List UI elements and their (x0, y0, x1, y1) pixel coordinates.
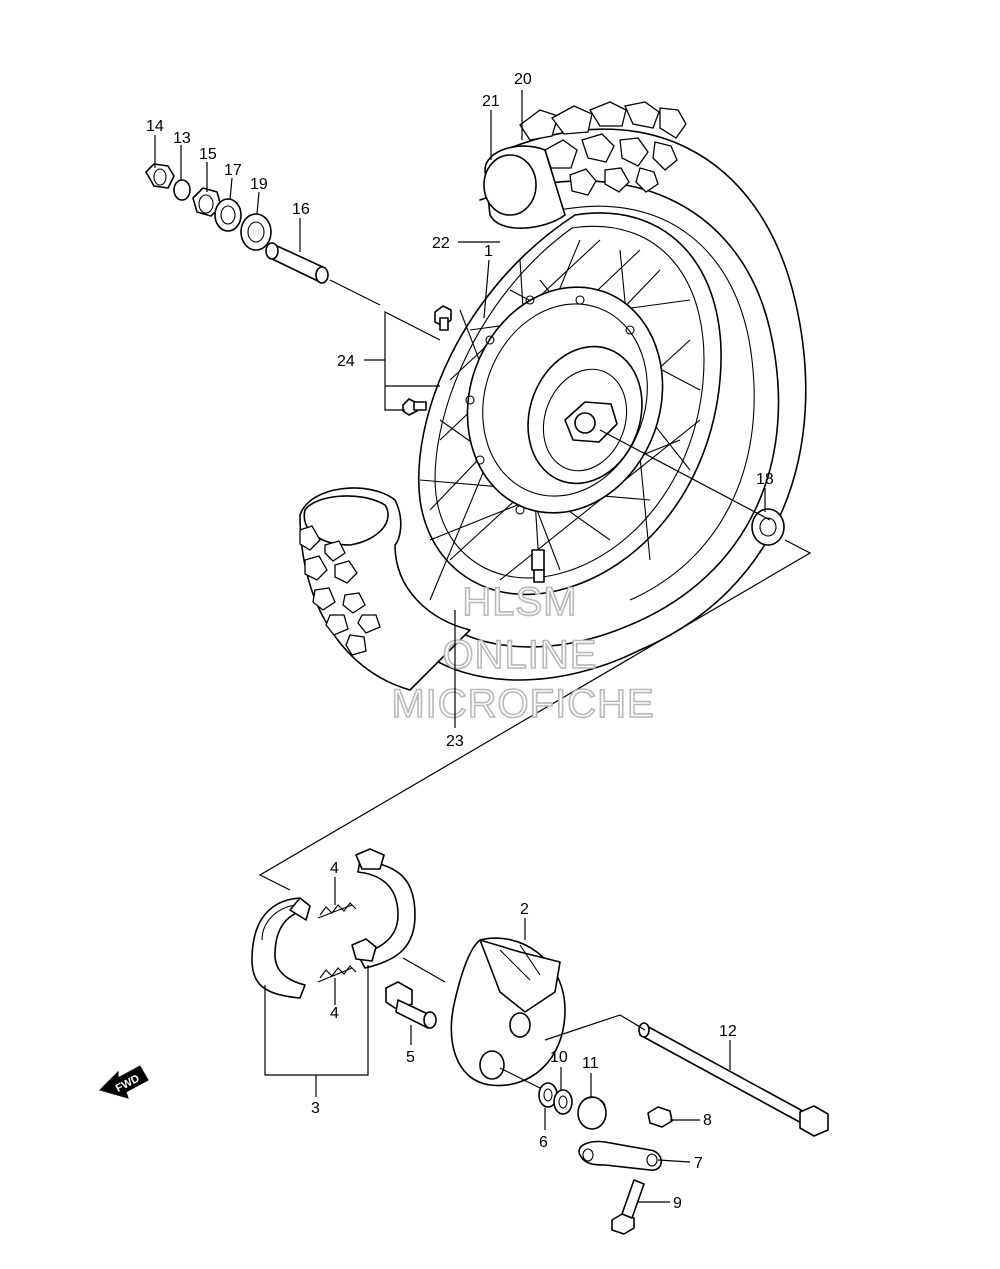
washer-10 (553, 1089, 573, 1115)
washer-6 (538, 1082, 558, 1108)
label-20: 20 (514, 71, 532, 88)
label-4-upper: 4 (330, 860, 339, 877)
label-17: 17 (224, 162, 242, 179)
label-22: 22 (432, 235, 450, 252)
hub (465, 286, 664, 515)
axle-12 (638, 1022, 829, 1137)
label-18: 18 (756, 471, 774, 488)
label-9: 9 (673, 1195, 682, 1212)
label-3: 3 (311, 1100, 320, 1117)
label-21: 21 (482, 93, 500, 110)
return-spring-11 (577, 1096, 607, 1130)
label-10: 10 (550, 1049, 568, 1066)
label-4-lower: 4 (330, 1005, 339, 1022)
label-2: 2 (520, 901, 529, 918)
tire-tread-top (519, 101, 687, 196)
label-8: 8 (703, 1112, 712, 1129)
spacer-16 (265, 242, 329, 284)
spring-4-lower (317, 965, 357, 983)
label-24: 24 (337, 353, 355, 370)
watermark-line1: HLSM (462, 580, 577, 624)
label-12: 12 (719, 1023, 737, 1040)
spring-4-upper (317, 902, 357, 919)
label-7: 7 (694, 1155, 703, 1172)
axle-nut-14 (145, 163, 175, 189)
label-11: 11 (582, 1055, 599, 1072)
tire-section-23 (299, 487, 471, 691)
label-19: 19 (250, 176, 268, 193)
label-6: 6 (539, 1134, 548, 1151)
label-5: 5 (406, 1049, 415, 1066)
label-23: 23 (446, 733, 464, 750)
label-15: 15 (199, 146, 217, 163)
bearing-18 (751, 508, 785, 546)
label-1: 1 (484, 243, 493, 260)
watermark: HLSM ONLINE MICROFICHE (391, 579, 655, 727)
brake-panel-2 (450, 937, 566, 1087)
bolt-24-lower (402, 398, 427, 416)
part-number-labels: 14 13 15 17 19 16 20 21 22 1 24 18 23 4 … (146, 71, 774, 1212)
watermark-line3: MICROFICHE (391, 682, 654, 726)
washer-13 (173, 179, 191, 201)
wheel-rim (418, 212, 722, 596)
tire-valve (531, 549, 545, 583)
bearing-17 (214, 198, 242, 232)
watermark-line2: ONLINE (443, 633, 598, 677)
label-14: 14 (146, 118, 164, 135)
bolt-24-upper (434, 305, 452, 331)
brake-shoe-right (351, 848, 416, 969)
fwd-arrow-icon: FWD (99, 1065, 149, 1099)
brake-shoe-left (251, 897, 311, 999)
leader-lines (154, 90, 766, 1203)
brake-lever-7 (578, 1140, 663, 1171)
nut-8 (647, 1106, 673, 1128)
tube-section-21 (483, 145, 566, 229)
label-13: 13 (173, 130, 191, 147)
bearing-19 (240, 213, 272, 251)
bolt-9 (611, 1179, 645, 1235)
label-16: 16 (292, 201, 310, 218)
brake-cam-5 (385, 981, 437, 1029)
